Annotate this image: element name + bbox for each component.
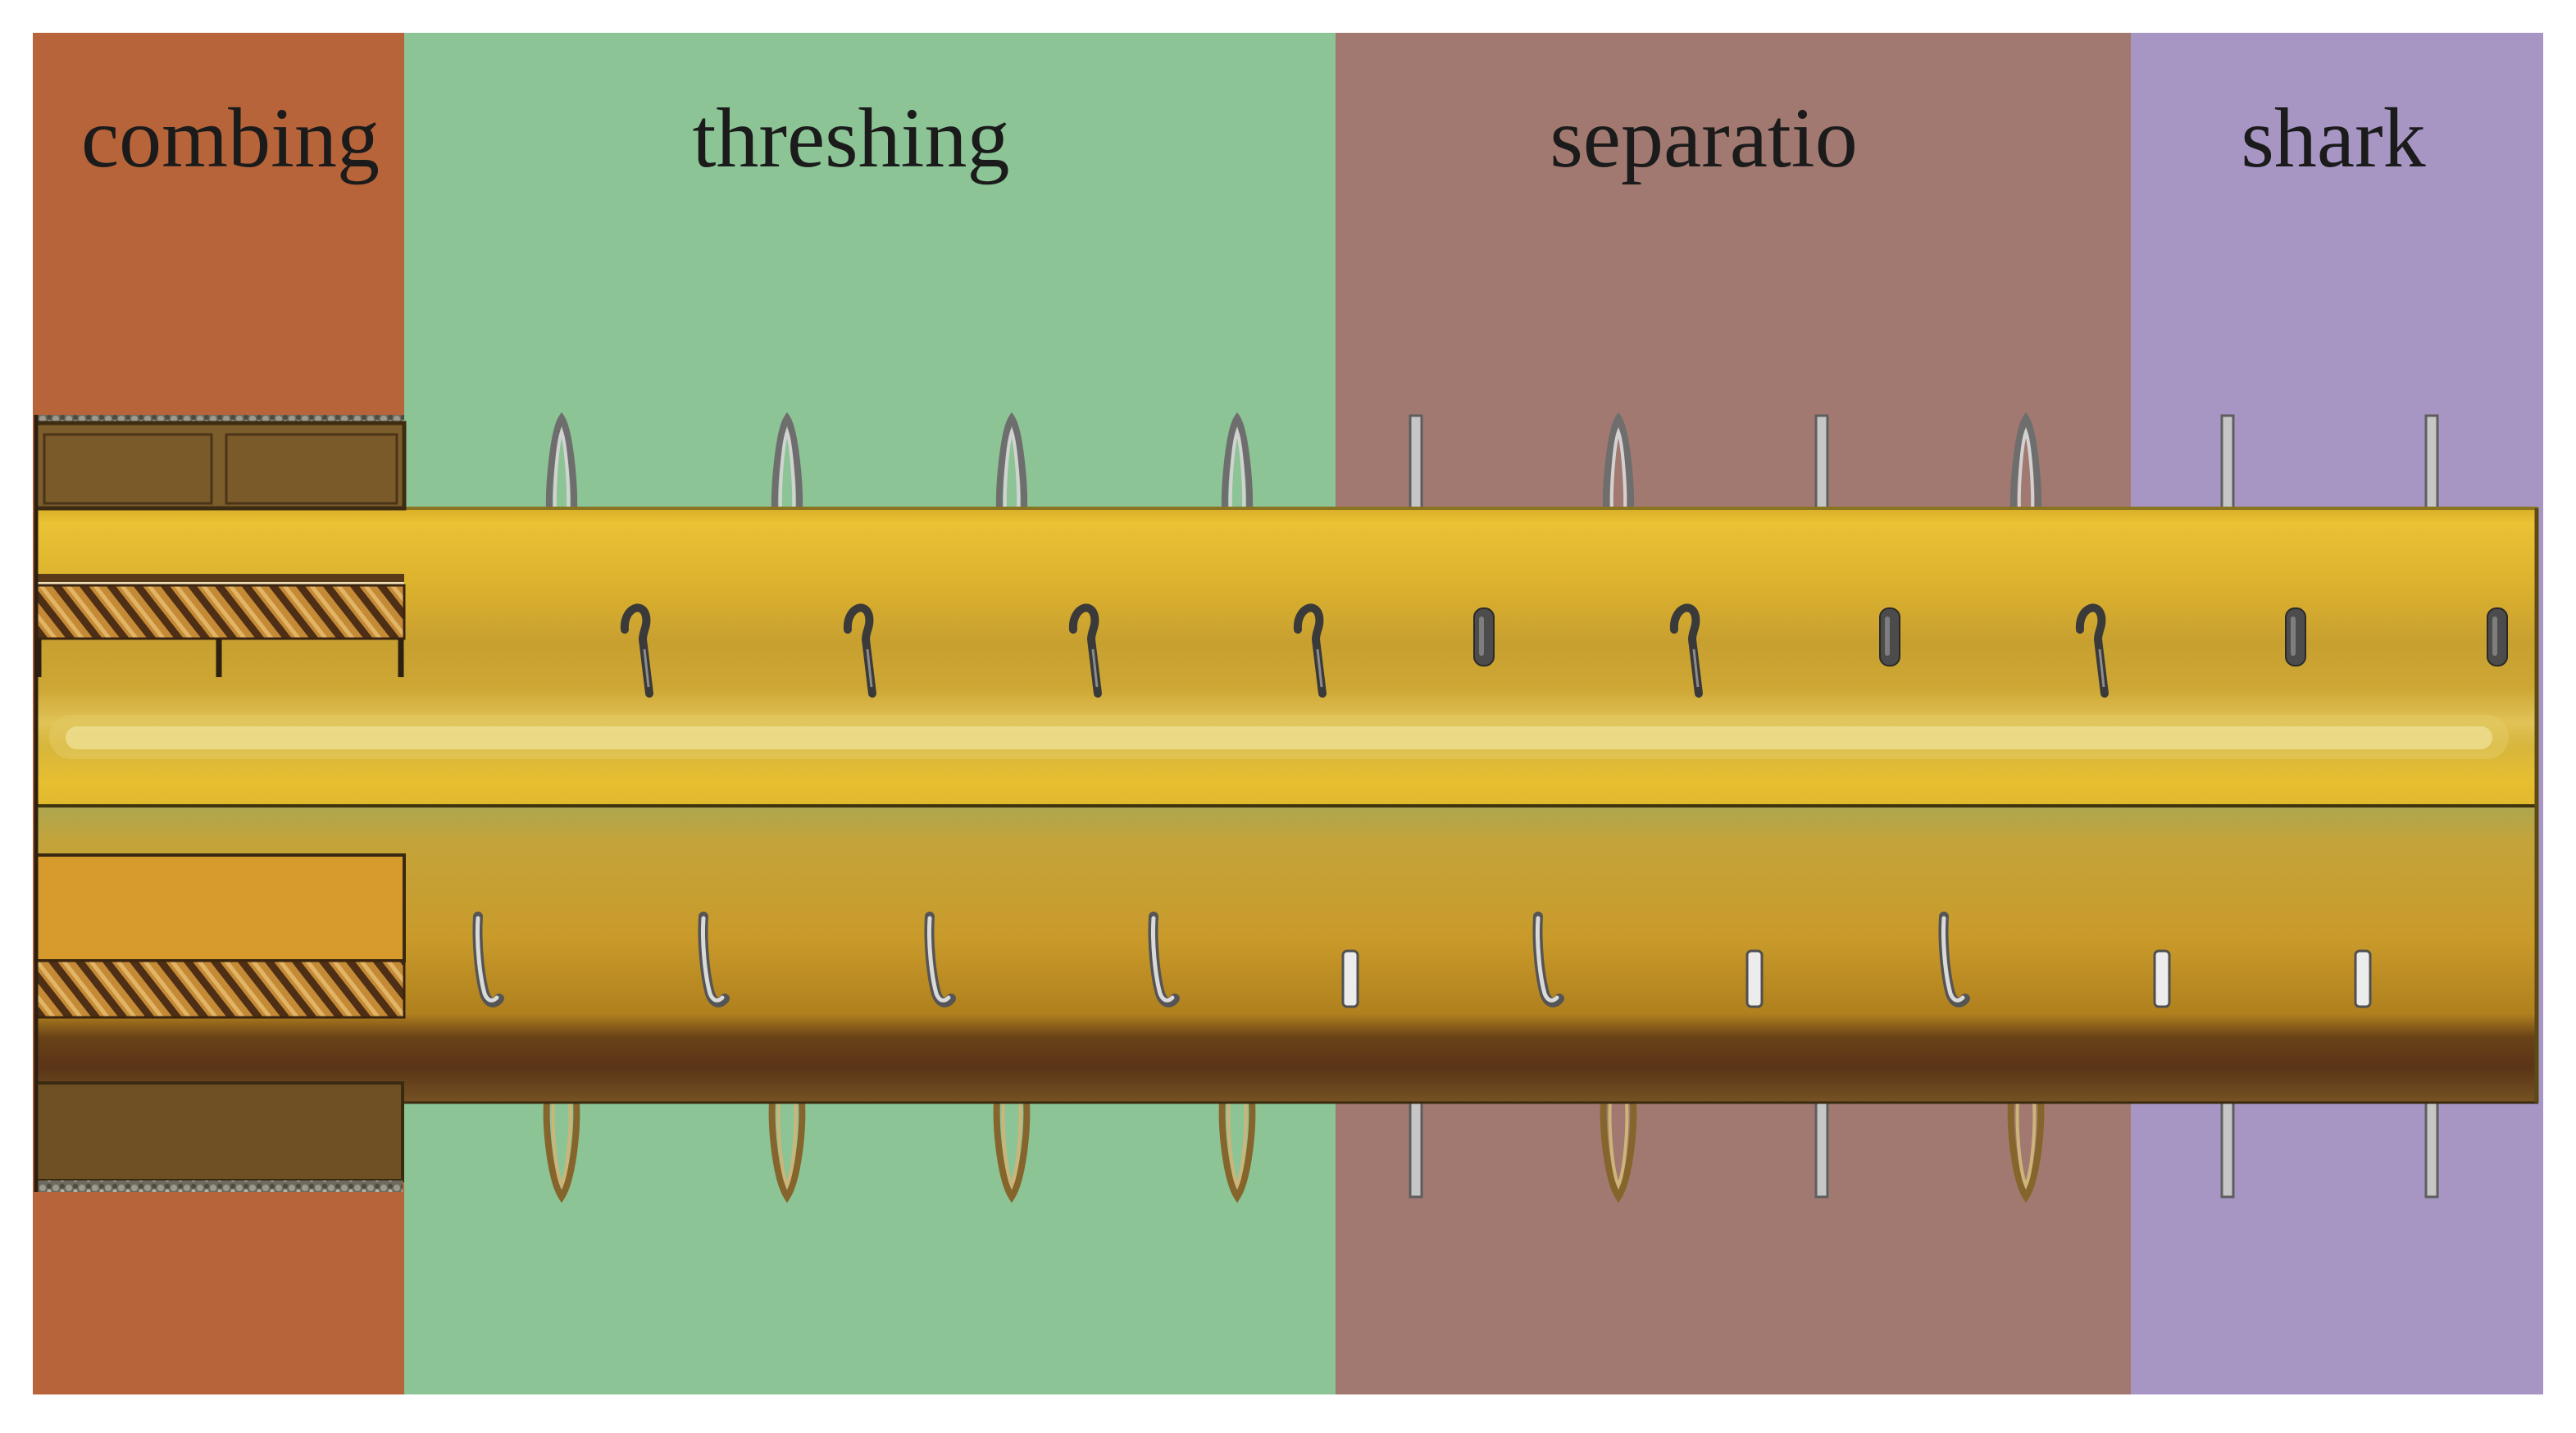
hook-tooth — [1148, 912, 1180, 1008]
rod-tooth — [1814, 1099, 1829, 1199]
hook-tooth — [924, 912, 956, 1008]
combing-bottom-box — [34, 1081, 404, 1182]
label-shark: shark — [2241, 91, 2425, 185]
combing-assembly — [34, 415, 407, 1192]
rod-tooth — [2220, 1099, 2235, 1199]
combing-upper-hatch-band — [34, 584, 406, 640]
label-separatio: separatio — [1550, 91, 1857, 185]
loop-tooth — [543, 1100, 580, 1203]
drum-highlight — [66, 726, 2492, 749]
combing-bottom-pebble-strip — [36, 1181, 403, 1192]
combing-upper-rail-light — [36, 582, 404, 585]
loop-tooth — [1221, 412, 1254, 511]
drum-lower-face — [36, 806, 2538, 1103]
combing-top-compartment-left — [43, 433, 213, 505]
label-threshing: threshing — [692, 91, 1009, 185]
hook-tooth — [2075, 603, 2109, 698]
rod-tooth — [2424, 1099, 2439, 1199]
rod-tooth — [1814, 414, 1829, 512]
hook-tooth — [1669, 603, 1703, 698]
rod-tooth — [2424, 414, 2439, 512]
label-combing: combing — [81, 91, 380, 185]
loop-tooth — [995, 412, 1028, 511]
hook-tooth — [698, 912, 730, 1008]
loop-tooth — [768, 1100, 806, 1203]
loop-tooth — [993, 1100, 1031, 1203]
drum — [36, 507, 2539, 1104]
combing-lower-box — [34, 853, 406, 962]
rod-tooth — [2354, 949, 2372, 1008]
combing-top-compartment-right — [225, 433, 398, 505]
rod-tooth — [2487, 607, 2508, 666]
hook-tooth — [1293, 603, 1327, 698]
rod-tooth — [1409, 1099, 1423, 1199]
rod-tooth — [2220, 414, 2235, 512]
drum-upper-face — [36, 508, 2538, 806]
hook-tooth — [620, 603, 653, 698]
combing-lower-hatch-band — [34, 959, 406, 1019]
zone-labels: combing threshing separatio shark — [81, 91, 2426, 185]
hook-tooth — [1068, 603, 1102, 698]
hook-tooth — [1532, 912, 1564, 1008]
loop-tooth — [1600, 1100, 1637, 1203]
rod-tooth — [2153, 949, 2171, 1008]
rod-tooth — [2285, 607, 2306, 666]
face-teeth-lower-row — [472, 912, 2372, 1008]
rod-tooth — [1473, 607, 1495, 666]
outer-teeth-bottom-row — [543, 1099, 2439, 1203]
rod-tooth — [1341, 949, 1359, 1008]
loop-tooth — [2007, 1100, 2045, 1203]
outer-teeth-top-row — [545, 412, 2439, 512]
rod-tooth — [1745, 949, 1764, 1008]
combing-upper-rail — [36, 574, 404, 582]
hook-tooth — [472, 912, 504, 1008]
loop-tooth — [771, 412, 803, 511]
face-teeth-upper-row — [620, 603, 2508, 698]
rod-tooth — [1879, 607, 1900, 666]
loop-tooth — [1218, 1100, 1256, 1203]
loop-tooth — [1602, 412, 1635, 511]
rod-tooth — [1409, 414, 1423, 512]
hook-tooth — [1938, 912, 1970, 1008]
loop-tooth — [545, 412, 578, 511]
loop-tooth — [2009, 412, 2042, 511]
hook-tooth — [843, 603, 876, 698]
